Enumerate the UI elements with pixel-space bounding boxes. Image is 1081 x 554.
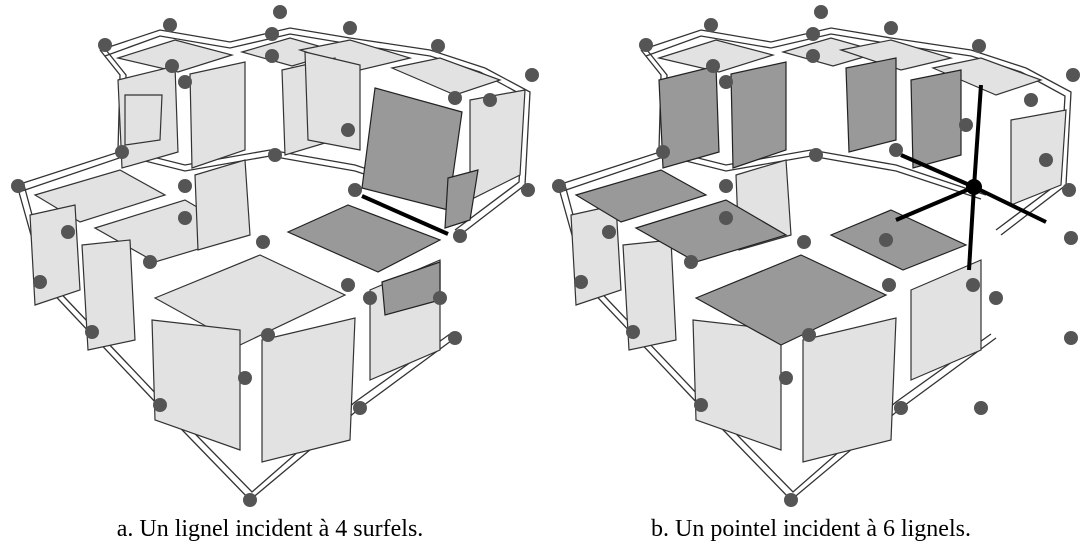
figure-b-drawing — [552, 5, 1080, 507]
incident-surfels-b — [574, 57, 968, 346]
figure-a-drawing — [11, 5, 539, 507]
figure-a: a. Un lignel incident à 4 surfels. — [0, 0, 540, 554]
caption-b: b. Un pointel incident à 6 lignels. — [651, 516, 971, 542]
cell-complex-b — [552, 5, 1080, 507]
highlighted-lignel-a — [361, 194, 449, 236]
caption-a: a. Un lignel incident à 4 surfels. — [116, 516, 424, 542]
vertices-a — [11, 5, 539, 507]
vertices-b — [552, 5, 1080, 507]
cell-complex-a — [11, 5, 539, 507]
incident-surfels-a — [286, 87, 479, 316]
highlighted-pointel-b — [966, 179, 982, 195]
highlighted-lignels-b — [895, 84, 1047, 271]
figure-b: b. Un pointel incident à 6 lignels. — [541, 0, 1081, 554]
